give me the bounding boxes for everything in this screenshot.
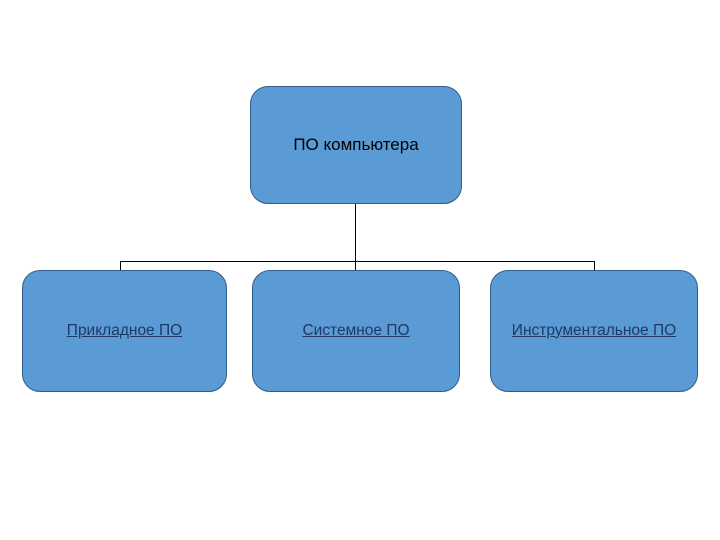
node-child-applied-software[interactable]: Прикладное ПО bbox=[22, 270, 227, 392]
node-child-2-label: Системное ПО bbox=[302, 321, 410, 339]
connector-root-stem bbox=[355, 204, 356, 262]
connector-drop-child-1 bbox=[120, 261, 121, 271]
connector-drop-child-2 bbox=[355, 261, 356, 271]
node-child-1-label: Прикладное ПО bbox=[66, 321, 183, 339]
node-child-tooling-software[interactable]: Инструментальное ПО bbox=[490, 270, 698, 392]
node-root[interactable]: ПО компьютера bbox=[250, 86, 462, 204]
connector-horizontal-bus bbox=[120, 261, 595, 262]
node-child-3-label: Инструментальное ПО bbox=[511, 321, 677, 339]
node-child-system-software[interactable]: Системное ПО bbox=[252, 270, 460, 392]
connector-drop-child-3 bbox=[594, 261, 595, 271]
node-root-label: ПО компьютера bbox=[293, 134, 419, 154]
